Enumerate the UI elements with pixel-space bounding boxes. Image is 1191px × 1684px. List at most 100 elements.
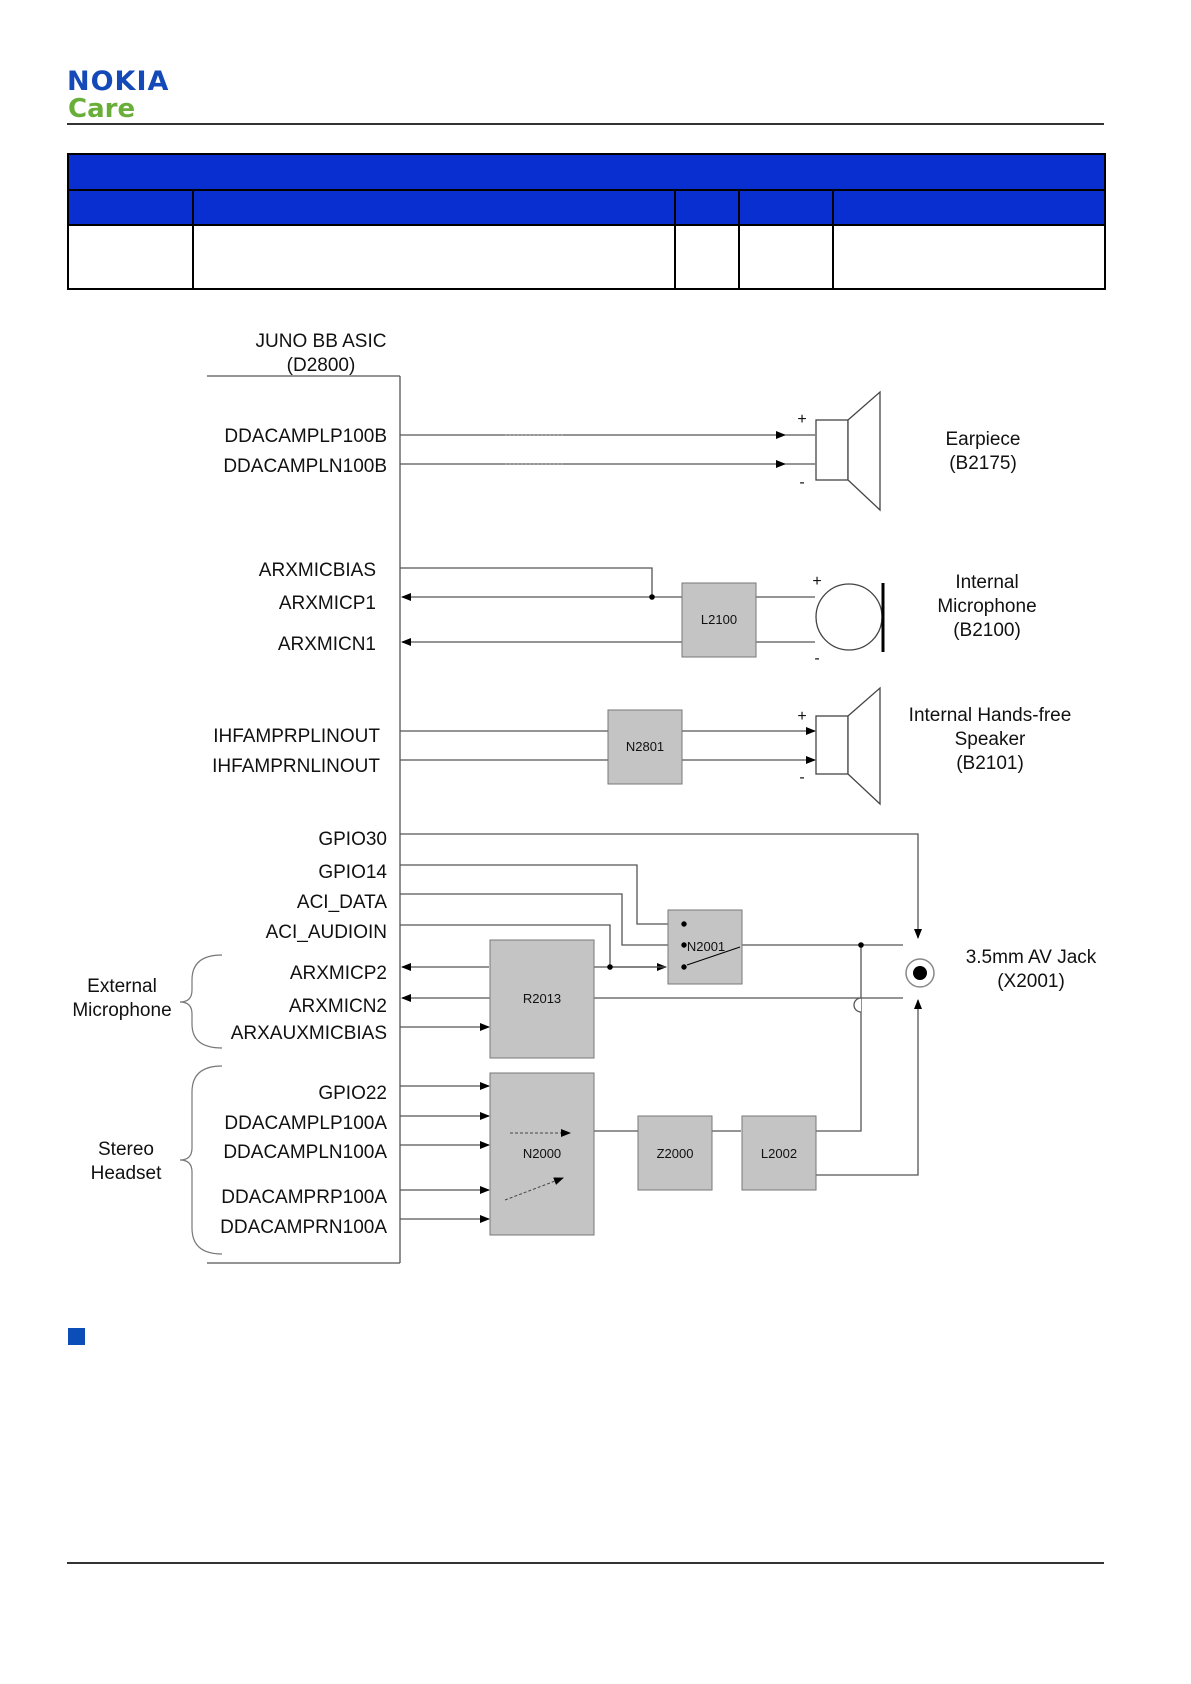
label-n2000: N2000 xyxy=(523,1146,561,1161)
label-z2000: Z2000 xyxy=(657,1146,694,1161)
label-l2100: L2100 xyxy=(701,612,737,627)
internal-mic-label-2: Microphone xyxy=(937,596,1036,617)
header-cell-4 xyxy=(738,224,834,290)
ihf-speaker-label-2: Speaker xyxy=(955,729,1026,750)
document-header-table xyxy=(66,153,1107,290)
header-rule xyxy=(67,123,1104,125)
ihf-speaker-label-1: Internal Hands-free xyxy=(909,705,1072,726)
block-l2002 xyxy=(741,1115,817,1191)
ihf-speaker-cone xyxy=(847,686,881,806)
block-l2100 xyxy=(681,582,757,658)
asic-ref: (D2800) xyxy=(287,355,356,376)
wire-l2002-jack-left xyxy=(815,945,862,1132)
switch-contact-3 xyxy=(681,964,687,970)
ihf-minus: - xyxy=(799,769,804,786)
block-n2001 xyxy=(667,909,743,985)
earpiece-cone xyxy=(847,390,881,512)
av-jack-ref: (X2001) xyxy=(997,971,1065,992)
signal-gpio30: GPIO30 xyxy=(318,829,387,850)
header-cell-5 xyxy=(831,224,1107,290)
mic-minus: - xyxy=(814,650,819,667)
logo-nokia-text: NOKIA xyxy=(67,66,170,97)
signal-ddacamplp100a: DDACAMPLP100A xyxy=(224,1113,387,1134)
junction-dot-jack xyxy=(858,942,864,948)
label-l2002: L2002 xyxy=(761,1146,797,1161)
header-data-row xyxy=(67,224,1107,290)
signal-arxauxmicbias: ARXAUXMICBIAS xyxy=(231,1023,387,1044)
external-mic-label-1: External xyxy=(87,976,157,997)
signal-ddacampln100b: DDACAMPLN100B xyxy=(223,456,387,477)
earpiece-minus: - xyxy=(799,474,804,491)
block-n2000 xyxy=(489,1072,595,1236)
label-r2013: R2013 xyxy=(523,991,561,1006)
ihf-speaker-ref: (B2101) xyxy=(956,753,1024,774)
signal-ddacamprn100a: DDACAMPRN100A xyxy=(220,1217,387,1238)
junction-dot-audioin xyxy=(607,964,613,970)
switch-arm-n2001 xyxy=(686,946,741,966)
mic-plus: + xyxy=(812,573,821,590)
switch-contact-1 xyxy=(681,921,687,927)
label-n2001: N2001 xyxy=(687,939,725,954)
signal-arxmicp2: ARXMICP2 xyxy=(290,963,387,984)
signal-gpio22: GPIO22 xyxy=(318,1083,387,1104)
header-col-4 xyxy=(738,189,834,226)
junction-dot-micbias xyxy=(649,594,655,600)
ihf-speaker-icon xyxy=(815,715,849,775)
switch-arrow-n2000-2 xyxy=(504,1177,564,1201)
logo-care-text: Care xyxy=(68,94,136,124)
av-jack-center xyxy=(913,966,927,980)
brace-stereo-headset xyxy=(179,1065,223,1255)
wire-aci-data xyxy=(400,893,682,946)
brace-external-microphone xyxy=(179,954,223,1049)
signal-arxmicn1: ARXMICN1 xyxy=(278,634,376,655)
asic-title: JUNO BB ASIC xyxy=(256,331,387,352)
signal-ddacampln100a: DDACAMPLN100A xyxy=(223,1142,387,1163)
internal-mic-label-1: Internal xyxy=(955,572,1018,593)
signal-arxmicp1: ARXMICP1 xyxy=(279,593,376,614)
ihf-plus: + xyxy=(797,708,806,725)
signal-ddacamplp100b: DDACAMPLP100B xyxy=(224,426,387,447)
header-col-2 xyxy=(192,189,676,226)
earpiece-speaker-icon xyxy=(815,419,849,481)
header-column-row xyxy=(67,189,1107,226)
wire-l2002-jack-right xyxy=(815,999,922,1176)
stereo-headset-label-2: Headset xyxy=(91,1163,162,1184)
header-cell-3 xyxy=(674,224,740,290)
internal-mic-ref: (B2100) xyxy=(953,620,1021,641)
block-n2801 xyxy=(607,709,683,785)
block-r2013 xyxy=(489,939,595,1059)
earpiece-plus: + xyxy=(797,411,806,428)
microphone-icon xyxy=(815,583,883,651)
wire-gpio30 xyxy=(400,833,922,939)
header-col-5 xyxy=(831,189,1107,226)
signal-arxmicbias: ARXMICBIAS xyxy=(259,560,376,581)
header-col-3 xyxy=(674,189,740,226)
signal-gpio14: GPIO14 xyxy=(318,862,387,883)
wire-gpio14 xyxy=(400,864,682,925)
signal-aci-data: ACI_DATA xyxy=(297,892,387,913)
signal-ddacamprp100a: DDACAMPRP100A xyxy=(221,1187,387,1208)
signal-ihfamprplinout: IHFAMPRPLINOUT xyxy=(213,726,380,747)
switch-contact-2 xyxy=(681,942,687,948)
earpiece-ref: (B2175) xyxy=(949,453,1017,474)
av-jack-label: 3.5mm AV Jack xyxy=(966,947,1097,968)
external-mic-label-2: Microphone xyxy=(72,1000,171,1021)
stereo-headset-label-1: Stereo xyxy=(98,1139,154,1160)
earpiece-label: Earpiece xyxy=(946,429,1021,450)
block-z2000 xyxy=(637,1115,713,1191)
signal-arxmicn2: ARXMICN2 xyxy=(289,996,387,1017)
header-title-cell xyxy=(66,153,1107,191)
label-n2801: N2801 xyxy=(626,739,664,754)
header-cell-1 xyxy=(67,224,194,290)
signal-aci-audioin: ACI_AUDIOIN xyxy=(266,922,387,943)
signal-ihfamprnlinout: IHFAMPRNLINOUT xyxy=(212,756,380,777)
footer-rule xyxy=(67,1562,1104,1564)
header-col-1 xyxy=(67,189,194,226)
header-title-row xyxy=(66,153,1107,191)
section-bullet-square xyxy=(68,1328,85,1345)
nokia-care-logo: NOKIA Care xyxy=(67,68,267,124)
wire-crossover-hop xyxy=(853,997,862,1013)
header-cell-2 xyxy=(192,224,676,290)
wire-arxmicbias xyxy=(400,567,653,597)
